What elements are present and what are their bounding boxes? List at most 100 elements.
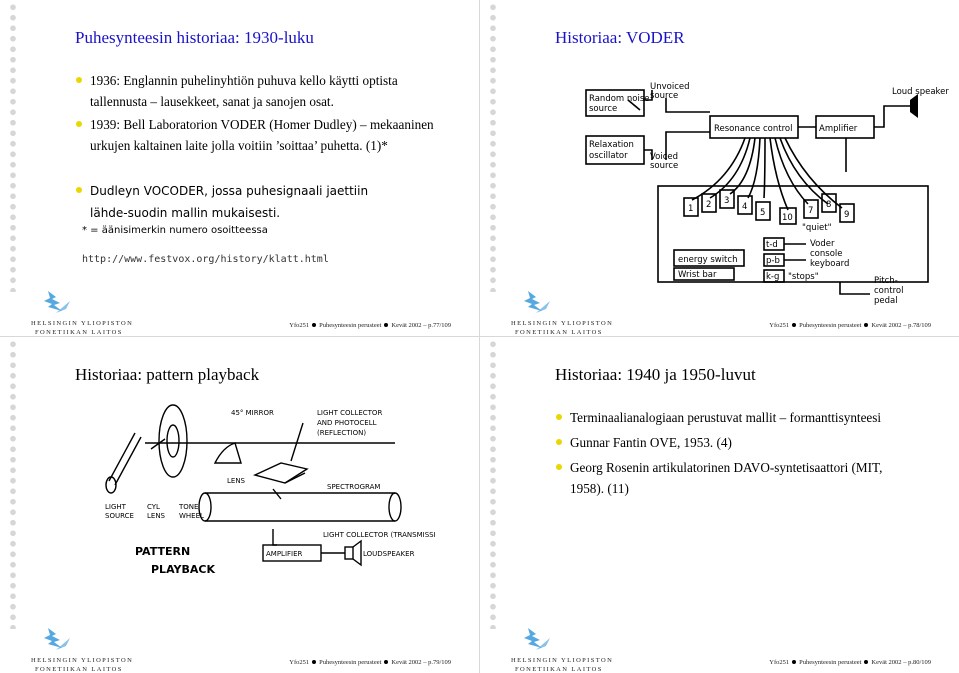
footer-separator-dot-icon (792, 660, 797, 665)
slide-77: Puhesynteesin historiaa: 1930-luku 1936:… (0, 0, 479, 336)
svg-text:8: 8 (826, 200, 831, 210)
bullet-item: 1939: Bell Laboratorion VODER (Homer Dud… (76, 114, 450, 156)
tone-wheel-label: TONE (178, 503, 198, 511)
svg-text:7: 7 (808, 206, 813, 216)
page-number: p.79/109 (428, 659, 451, 666)
svg-text:source: source (650, 161, 678, 171)
bullet-dot-icon (76, 187, 82, 193)
svg-text:source: source (589, 104, 617, 114)
dot-column (6, 339, 20, 629)
slide-title: Historiaa: pattern playback (75, 365, 260, 384)
slide-79: Historiaa: pattern playback (0, 337, 479, 673)
dot-column (6, 2, 20, 292)
voiced-label: Voiced (650, 152, 678, 162)
collector-trans-label: LIGHT COLLECTOR (TRANSMISSION) (323, 531, 435, 539)
pattern-playback-diagram: 45° MIRROR LIGHT COLLECTOR AND PHOTOCELL… (105, 404, 435, 576)
bullet-item: Terminaalianalogiaan perustuvat mallit –… (556, 407, 940, 428)
footer-separator-dot-icon (864, 323, 869, 328)
svg-text:pedal: pedal (874, 296, 898, 306)
bullet-item: Georg Rosenin artikulatorinen DAVO-synte… (556, 457, 915, 499)
spectrogram-label: SPECTROGRAM (327, 483, 380, 491)
svg-text:1: 1 (688, 204, 693, 214)
bullet-dot-icon (556, 464, 562, 470)
footer-separator-dot-icon (864, 660, 869, 665)
loudspeaker-label: LOUDSPEAKER (363, 550, 415, 558)
svg-text:5: 5 (760, 208, 765, 218)
university-logo-icon (44, 291, 70, 313)
cyl-lens-label: CYL (147, 503, 160, 511)
stops-label: "stops" (788, 272, 819, 282)
university-name: Helsingin yliopiston fonetiikan laitos (31, 320, 134, 336)
svg-text:AND PHOTOCELL: AND PHOTOCELL (317, 419, 377, 427)
svg-text:keyboard: keyboard (810, 259, 849, 269)
bullet-dot-icon (556, 439, 562, 445)
collector-label: LIGHT COLLECTOR (317, 409, 382, 417)
footer-separator-dot-icon (792, 323, 797, 328)
slide-title: Puhesynteesin historiaa: 1930-luku (75, 28, 314, 47)
bullet-dot-icon (76, 121, 82, 127)
svg-text:LENS: LENS (147, 512, 166, 520)
svg-text:9: 9 (844, 210, 849, 220)
university-name: Helsingin yliopiston fonetiikan laitos (511, 657, 614, 673)
pattern-label: PATTERN (135, 545, 190, 558)
university-logo-icon (44, 628, 70, 650)
svg-text:2: 2 (706, 200, 711, 210)
svg-text:WHEEL: WHEEL (179, 512, 204, 520)
svg-text:10: 10 (782, 213, 793, 223)
slide-title: Historiaa: 1940 ja 1950-luvut (555, 365, 756, 384)
slide-80: Historiaa: 1940 ja 1950-luvut Terminaali… (480, 337, 959, 673)
reference-link[interactable]: http://www.festvox.org/history/klatt.htm… (82, 254, 329, 265)
resonance-label: Resonance control (714, 124, 792, 134)
footer-separator-dot-icon (384, 660, 389, 665)
slide-78: Historiaa: VODER (480, 0, 959, 336)
bullet-dot-icon (76, 77, 82, 83)
university-logo-icon (524, 291, 550, 313)
wrist-bar-label: Wrist bar (678, 270, 717, 280)
svg-text:oscillator: oscillator (589, 151, 628, 161)
svg-text:SOURCE: SOURCE (105, 512, 134, 520)
random-noise-label: Random noise (589, 94, 650, 104)
loudspeaker-label: Loud speaker (892, 87, 949, 97)
bullet-dot-icon (556, 414, 562, 420)
svg-text:4: 4 (742, 202, 747, 212)
relaxation-label: Relaxation (589, 140, 634, 150)
university-name: Helsingin yliopiston fonetiikan laitos (31, 657, 134, 673)
svg-text:(REFLECTION): (REFLECTION) (317, 429, 366, 437)
svg-text:p-b: p-b (766, 256, 780, 266)
footer-separator-dot-icon (312, 323, 317, 328)
page-number: p.80/109 (908, 659, 931, 666)
energy-switch-label: energy switch (678, 255, 737, 265)
svg-text:control: control (874, 286, 903, 296)
svg-text:k-g: k-g (766, 272, 779, 282)
footer-separator-dot-icon (384, 323, 389, 328)
page-number: p.78/109 (908, 322, 931, 329)
svg-text:source: source (650, 91, 678, 101)
university-name: Helsingin yliopiston fonetiikan laitos (511, 320, 614, 336)
footnote: * = äänisimerkin numero osoitteessa (82, 225, 268, 236)
light-source-label: LIGHT (105, 503, 127, 511)
bullet-item: Gunnar Fantin OVE, 1953. (4) (556, 432, 930, 453)
quiet-label: "quiet" (802, 223, 832, 233)
voder-block-diagram: Random noise source Unvoiced source Rela… (585, 82, 949, 306)
svg-text:console: console (810, 249, 842, 259)
dot-column (486, 339, 500, 629)
slide-title: Historiaa: VODER (555, 28, 685, 47)
bullet-item: Dudleyn VOCODER, jossa puhesignaali jaet… (76, 180, 450, 224)
svg-text:t-d: t-d (766, 240, 778, 250)
dot-column (486, 2, 500, 292)
bullet-item: 1936: Englannin puhelinyhtiön puhuva kel… (76, 70, 450, 112)
mirror-label: 45° MIRROR (231, 409, 274, 417)
page-number: p.77/109 (428, 322, 451, 329)
university-logo-icon (524, 628, 550, 650)
voder-keyboard-label: Voder (810, 239, 835, 249)
playback-label: PLAYBACK (151, 563, 215, 576)
amplifier-label: AMPLIFIER (266, 550, 303, 558)
footer-separator-dot-icon (312, 660, 317, 665)
lens-label: LENS (227, 477, 246, 485)
horizontal-divider (0, 336, 959, 337)
svg-text:3: 3 (724, 196, 729, 206)
